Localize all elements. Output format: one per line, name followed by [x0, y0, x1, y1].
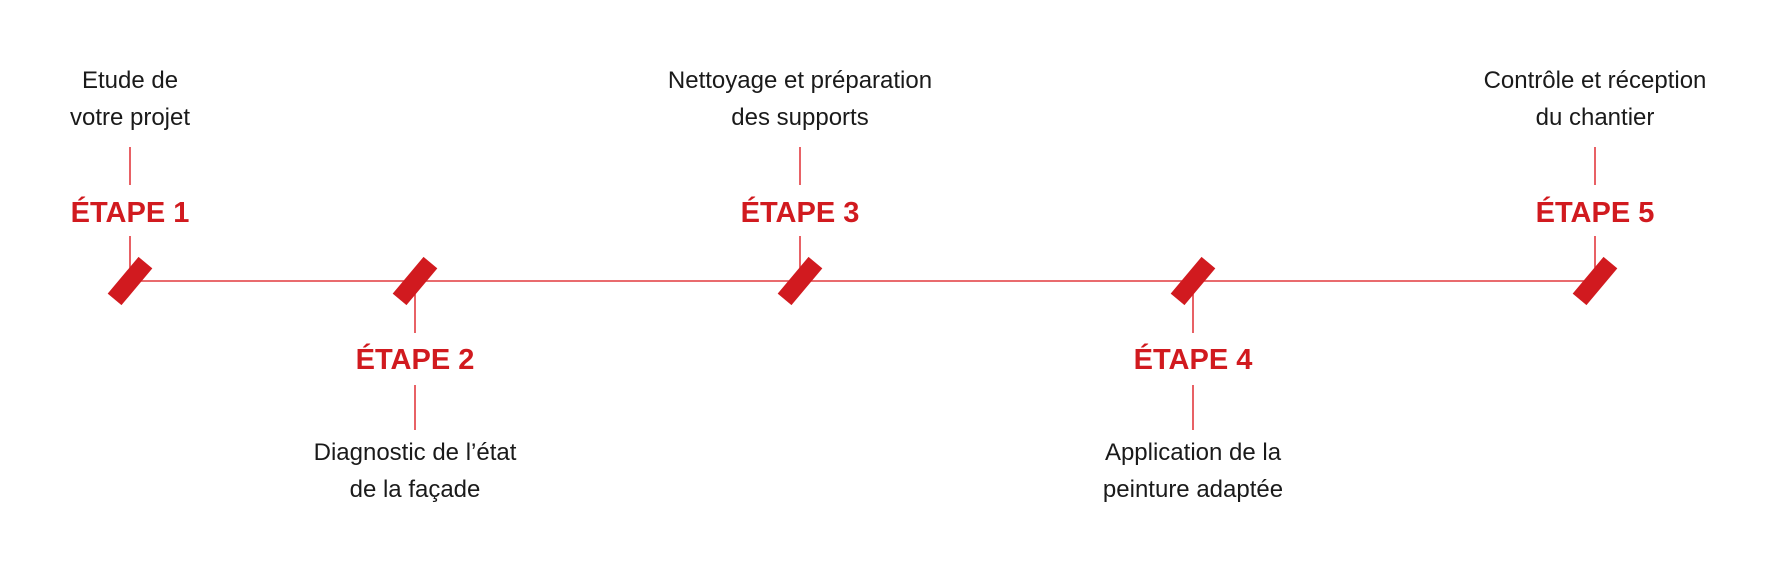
step-5-title: ÉTAPE 5	[1536, 195, 1655, 229]
step-5-description-line-1: Contrôle et réception	[1484, 67, 1707, 94]
step-1-description-line-2: votre projet	[70, 104, 190, 131]
step-3-marker-icon	[777, 256, 823, 306]
step-3-description-line-2: des supports	[731, 104, 868, 131]
timeline-step-1: ÉTAPE 1 Etude de votre projet	[70, 67, 190, 306]
timeline-step-3: ÉTAPE 3 Nettoyage et préparation des suppo…	[668, 67, 932, 306]
step-2-title: ÉTAPE 2	[356, 342, 475, 376]
step-1-title: ÉTAPE 1	[71, 195, 190, 229]
timeline-step-4: ÉTAPE 4 Application de la peinture adaptée	[1103, 256, 1283, 503]
step-2-description-line-1: Diagnostic de l’état	[314, 439, 517, 466]
step-5-description-line-2: du chantier	[1536, 104, 1655, 131]
step-3-title: ÉTAPE 3	[741, 195, 860, 229]
step-4-title: ÉTAPE 4	[1134, 342, 1253, 376]
step-1-marker-icon	[107, 256, 153, 306]
step-1-description-line-1: Etude de	[82, 67, 178, 94]
step-4-marker-icon	[1170, 256, 1216, 306]
step-3-description-line-1: Nettoyage et préparation	[668, 67, 932, 94]
step-2-marker-icon	[392, 256, 438, 306]
step-2-description-line-2: de la façade	[350, 476, 481, 503]
step-4-description-line-2: peinture adaptée	[1103, 476, 1283, 503]
step-4-description-line-1: Application de la	[1105, 439, 1282, 466]
timeline-step-5: ÉTAPE 5 Contrôle et réception du chantier	[1484, 67, 1707, 306]
timeline-step-2: ÉTAPE 2 Diagnostic de l’état de la façade	[314, 256, 517, 503]
step-5-marker-icon	[1572, 256, 1618, 306]
